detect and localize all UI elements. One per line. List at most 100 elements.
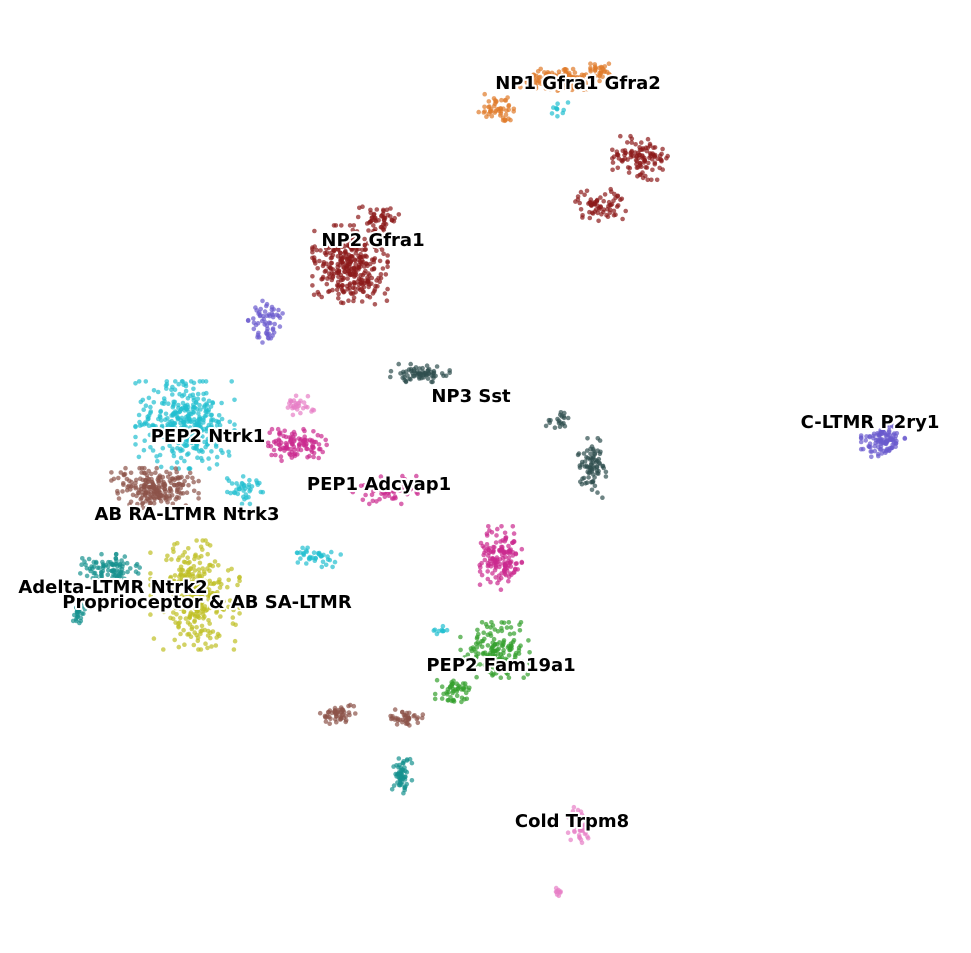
cell-point	[614, 204, 620, 209]
cell-point	[557, 424, 563, 430]
cell-point	[377, 279, 383, 285]
cell-point	[226, 604, 231, 610]
cell-point	[328, 250, 333, 256]
cell-point	[429, 373, 435, 378]
cell-point	[492, 653, 498, 659]
cell-point	[584, 480, 590, 486]
cell-point	[266, 331, 272, 337]
cell-point	[195, 455, 200, 461]
cell-point	[196, 496, 201, 501]
cell-point	[449, 683, 455, 689]
cell-point	[200, 566, 205, 571]
cell-point	[151, 400, 157, 405]
cell-point	[372, 244, 378, 250]
cell-point	[202, 627, 208, 633]
cell-point	[333, 717, 338, 722]
cell-point	[601, 207, 606, 212]
cell-point	[165, 582, 171, 588]
cell-point	[319, 553, 325, 559]
cell-point	[147, 485, 152, 490]
cell-point	[488, 633, 494, 638]
cell-point	[90, 576, 96, 581]
cell-point	[508, 625, 514, 630]
cell-point	[420, 365, 425, 371]
cell-point	[477, 569, 483, 574]
cell-point	[183, 560, 188, 565]
cell-point	[209, 644, 214, 649]
cell-point	[420, 712, 426, 717]
cell-point	[515, 667, 521, 673]
cell-point	[458, 647, 463, 653]
cell-point	[196, 567, 202, 572]
cell-point	[141, 484, 147, 490]
cell-point	[402, 713, 408, 718]
cell-point	[519, 560, 525, 565]
cell-point	[429, 369, 434, 375]
cell-point	[272, 321, 278, 327]
cell-point	[320, 263, 326, 269]
cell-point	[146, 423, 152, 429]
cell-point	[602, 64, 608, 69]
cell-point	[367, 481, 373, 486]
cell-point	[479, 572, 485, 578]
cell-point	[323, 246, 329, 251]
cell-point	[640, 175, 646, 181]
cell-point	[350, 246, 355, 251]
cell-point	[425, 368, 431, 373]
cell-point	[498, 675, 504, 680]
cell-point	[206, 587, 212, 592]
cell-point	[260, 340, 265, 345]
cell-point	[382, 494, 388, 500]
cell-point	[613, 195, 618, 201]
cell-point	[171, 450, 176, 456]
cell-point	[872, 443, 878, 449]
cell-point	[116, 496, 122, 501]
cell-point	[547, 420, 552, 426]
cell-point	[495, 647, 500, 652]
cell-point	[297, 443, 302, 449]
cell-point	[319, 564, 325, 570]
cell-point	[339, 223, 344, 228]
cell-point	[647, 155, 652, 161]
cell-point	[240, 474, 246, 479]
cell-point	[196, 478, 201, 484]
cell-point	[644, 165, 650, 170]
cell-point	[479, 644, 485, 650]
cell-point	[498, 659, 503, 664]
cell-point	[543, 74, 548, 79]
cell-point	[514, 561, 519, 566]
cell-point	[616, 156, 622, 161]
cell-point	[301, 551, 306, 557]
cell-point	[474, 674, 479, 680]
cell-point	[169, 465, 175, 471]
cell-point	[581, 451, 587, 456]
cell-point	[513, 551, 519, 557]
cell-point	[290, 441, 295, 447]
cell-point	[858, 439, 864, 445]
cell-point	[864, 434, 869, 439]
cell-point	[506, 574, 512, 580]
cell-point	[578, 827, 583, 833]
cell-point	[361, 285, 367, 290]
cell-point	[196, 411, 201, 416]
cell-point	[501, 647, 506, 653]
cell-point	[76, 603, 82, 609]
cell-point	[884, 438, 889, 443]
cell-point	[171, 410, 176, 416]
cell-point	[869, 454, 874, 460]
cell-point	[612, 191, 617, 197]
cell-point	[486, 669, 492, 674]
cell-point	[208, 562, 213, 568]
cell-point	[432, 696, 438, 702]
cell-point	[572, 828, 577, 834]
cell-point	[141, 407, 146, 413]
cell-point	[588, 65, 593, 71]
cell-point	[158, 464, 164, 470]
cell-point	[517, 628, 523, 633]
cell-point	[81, 611, 86, 616]
cell-point	[598, 71, 604, 76]
cell-point	[335, 253, 341, 259]
cell-point	[287, 451, 292, 457]
cell-point	[875, 432, 881, 438]
cell-point	[543, 86, 549, 91]
